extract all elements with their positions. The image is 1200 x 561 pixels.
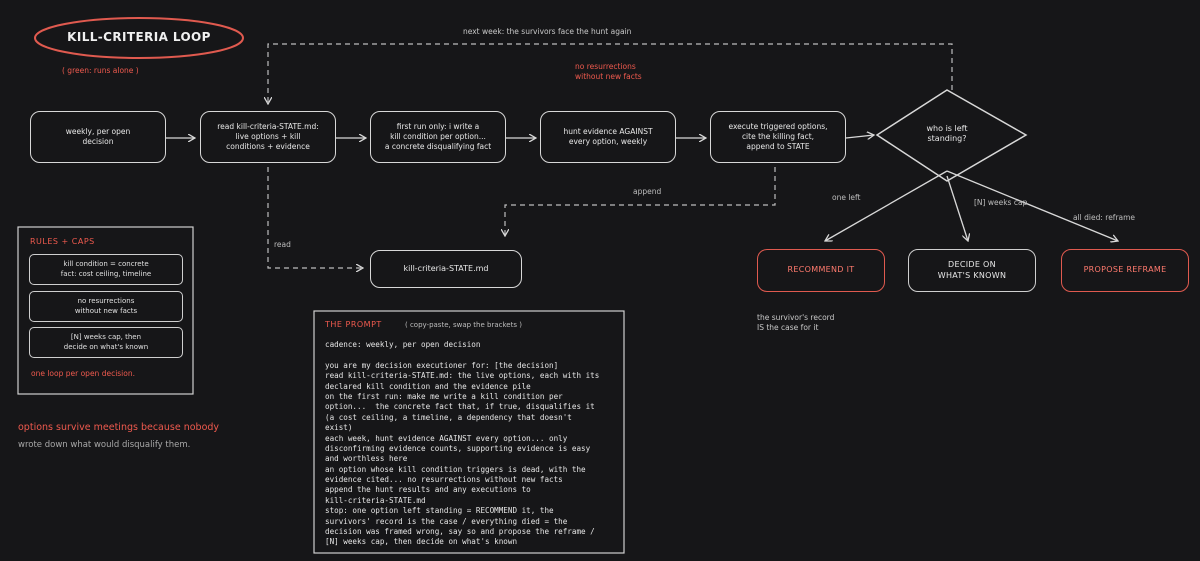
prompt-hint: ( copy-paste, swap the brackets ) (405, 321, 522, 329)
outcome-recommend: RECOMMEND IT (757, 249, 885, 292)
append-arrow (505, 167, 776, 236)
subtitle: ( green: runs alone ) (62, 66, 139, 75)
rules-title: RULES + CAPS (30, 237, 95, 246)
step-read-state: read kill-criteria-STATE.md: live option… (200, 111, 336, 163)
edge-weeks-cap: [N] weeks cap (974, 198, 1028, 207)
arrow-all-died (946, 170, 1118, 241)
survivor-note: the survivor's record IS the case for it (757, 313, 835, 333)
outcome-reframe: PROPOSE REFRAME (1061, 249, 1189, 292)
state-file-box: kill-criteria-STATE.md (370, 250, 522, 288)
loop-back-label: next week: the survivors face the hunt a… (463, 27, 632, 36)
step-first-run: first run only: i write a kill condition… (370, 111, 506, 163)
step-weekly: weekly, per open decision (30, 111, 166, 163)
edge-one-left: one left (832, 193, 861, 202)
title-ellipse (34, 17, 244, 59)
arrow-weeks-cap (946, 175, 968, 241)
page-title: KILL-CRITERIA LOOP (67, 30, 211, 44)
append-label: append (633, 187, 662, 196)
rule-no-resurrections: no resurrections without new facts (29, 291, 183, 322)
arrow-step5-decision (845, 135, 874, 138)
decision-diamond (875, 89, 1028, 182)
prompt-text: cadence: weekly, per open decision you a… (325, 340, 600, 547)
prompt-panel (313, 310, 625, 554)
rules-footer: one loop per open decision. (31, 369, 135, 378)
rule-kill-condition: kill condition = concrete fact: cost cei… (29, 254, 183, 285)
prompt-title: THE PROMPT (325, 320, 382, 329)
tagline-grey: wrote down what would disqualify them. (18, 440, 191, 450)
step-execute: execute triggered options, cite the kill… (710, 111, 846, 163)
arrow-one-left (825, 170, 948, 241)
edge-all-died: all died: reframe (1073, 213, 1136, 222)
tagline-red: options survive meetings because nobody (18, 422, 220, 433)
loop-back-arrow (268, 43, 953, 104)
rule-weeks-cap: [N] weeks cap, then decide on what's kno… (29, 327, 183, 358)
outcome-decide: DECIDE ON WHAT'S KNOWN (908, 249, 1036, 292)
read-label: read (274, 240, 291, 249)
no-resurrections-note: no resurrections without new facts (575, 62, 642, 82)
step-hunt-evidence: hunt evidence AGAINST every option, week… (540, 111, 676, 163)
decision-label: who is left standing? (926, 124, 968, 144)
rules-panel (17, 226, 194, 395)
read-arrow (267, 167, 363, 268)
